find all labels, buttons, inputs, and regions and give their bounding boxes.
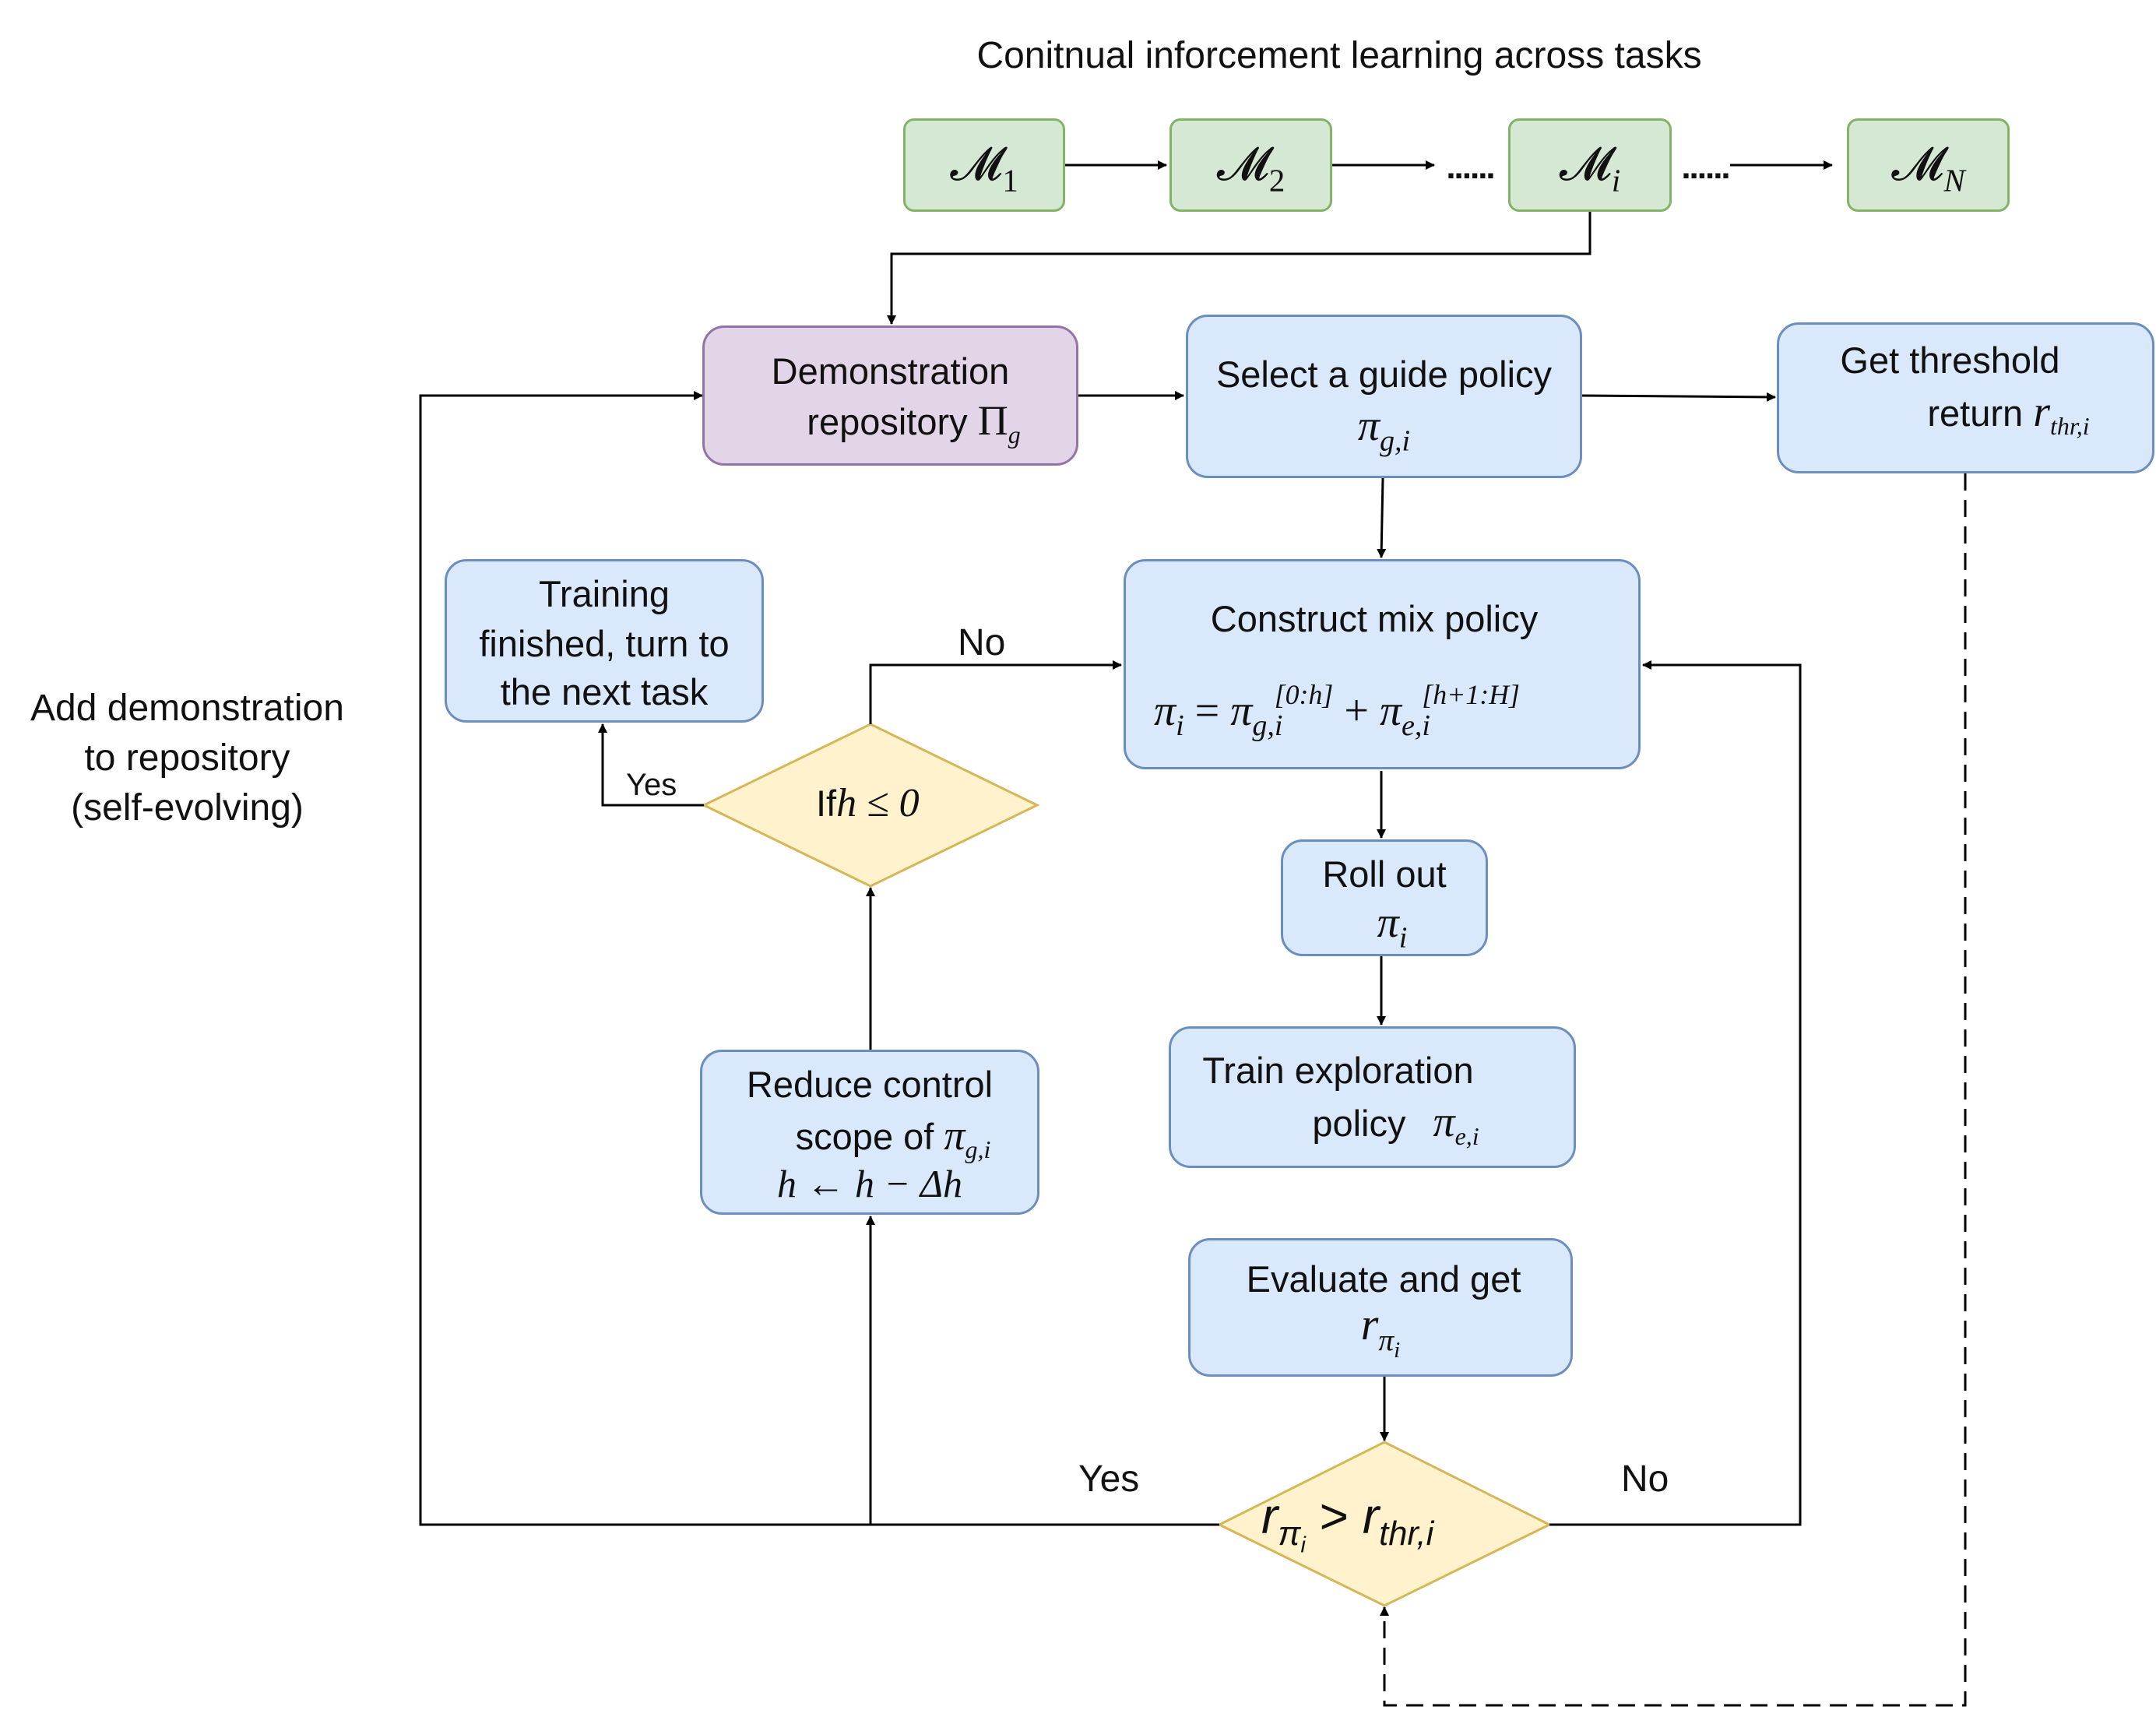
reduce-line1: Reduce control — [746, 1064, 994, 1105]
decision-r-r1: r — [1261, 1488, 1278, 1544]
train-explore-sym: π — [1433, 1098, 1455, 1146]
evaluate-sym-sub: π — [1378, 1322, 1395, 1357]
demo-repo-sym: Π — [977, 397, 1008, 444]
mix-pi-g: π — [1230, 686, 1253, 735]
rollout-sym: π — [1377, 899, 1399, 947]
construct-mix-line1: Construct mix policy — [1210, 598, 1539, 639]
task-mi-base: 𝓜 — [1559, 139, 1612, 190]
side-label-line3: (self-evolving) — [71, 787, 304, 829]
edge-select-construct — [1377, 477, 1387, 558]
edge-label-yes-left: Yes — [626, 768, 677, 802]
task-m1-base: 𝓜 — [950, 139, 1003, 190]
select-guide-line1: Select a guide policy — [1215, 354, 1553, 395]
rollout-node: Roll out πi — [1281, 839, 1488, 956]
side-label: Add demonstration to repository (self-ev… — [6, 684, 368, 833]
task-m1-sub: 1 — [1002, 163, 1018, 199]
decision-r-gt: > — [1319, 1488, 1349, 1544]
mix-e-sub: e,i — [1402, 709, 1431, 743]
reduce-line2: scope of — [795, 1116, 934, 1157]
task-mi-sub: i — [1611, 163, 1621, 199]
edge-label-no-bottom: No — [1621, 1458, 1669, 1500]
evaluate-sym: r — [1360, 1299, 1379, 1349]
edge-threshold-decision — [1380, 473, 1967, 1707]
edge-select-threshold — [1581, 392, 1776, 402]
threshold-line1: Get threshold — [1840, 340, 2060, 381]
diagram-title: Conitnual inforcement learning across ta… — [976, 35, 1702, 76]
task-m2-sub: 2 — [1268, 163, 1286, 199]
mix-e-sup: [h+1:H] — [1422, 679, 1520, 710]
decision-h-label: Ifh ≤ 0 — [816, 780, 920, 826]
edge-h-no-construct — [869, 660, 1122, 724]
decision-r-r1-subsub: i — [1300, 1532, 1306, 1558]
task-m2-base: 𝓜 — [1216, 139, 1269, 190]
train-explore-sym-sub: e,i — [1454, 1123, 1479, 1151]
side-label-line2: to repository — [84, 737, 290, 779]
decision-r-label: rπi > rthr,i — [1261, 1487, 1433, 1558]
reduce-sym: π — [944, 1112, 965, 1159]
task-mn: 𝓜N — [1847, 118, 2010, 212]
mix-i-sub: i — [1176, 709, 1184, 743]
decision-h-expr: h ≤ 0 — [836, 781, 920, 825]
select-guide-sym-sub: g,i — [1379, 424, 1411, 458]
training-finished-line3: the next task — [500, 671, 709, 712]
reduce-sym-sub: g,i — [965, 1136, 991, 1164]
train-exploration-node: Train exploration policy πe,i — [1169, 1026, 1576, 1168]
training-finished-line1: Training — [538, 573, 670, 614]
mix-g-sub: g,i — [1252, 709, 1283, 743]
select-guide-sym: π — [1357, 402, 1380, 450]
task-m2: 𝓜2 — [1169, 118, 1332, 212]
evaluate-sym-subsub: i — [1394, 1338, 1401, 1363]
demo-repo-sym-sub: g — [1008, 421, 1021, 449]
training-finished-node: Training finished, turn to the next task — [445, 559, 764, 723]
threshold-sym: r — [2033, 388, 2050, 436]
demo-repo-line2: repository — [807, 401, 968, 442]
decision-r-diamond — [1216, 1441, 1553, 1607]
training-finished-line2: finished, turn to — [479, 623, 730, 664]
task-mn-sub: N — [1943, 163, 1965, 199]
decision-h-prefix: If — [816, 783, 837, 824]
rollout-sym-sub: i — [1398, 921, 1408, 955]
ellipsis-left: ...... — [1446, 148, 1495, 186]
threshold-sym-sub: thr,i — [2050, 413, 2090, 441]
threshold-node: Get threshold return rthr,i — [1777, 322, 2154, 473]
side-label-line1: Add demonstration — [30, 688, 344, 729]
mix-plus: + — [1344, 686, 1369, 735]
mix-g-sup: [0:h] — [1274, 679, 1334, 710]
demo-repository-node: Demonstration repository Πg — [702, 325, 1078, 466]
evaluate-line1: Evaluate and get — [1246, 1258, 1521, 1300]
reduce-line3: h ← h − Δh — [776, 1162, 963, 1205]
mix-eq: = — [1194, 686, 1220, 735]
ellipsis-right: ...... — [1681, 148, 1730, 186]
task-mi: 𝓜i — [1508, 118, 1672, 212]
evaluate-node: Evaluate and get rπi — [1188, 1238, 1573, 1377]
edge-no-construct — [1549, 660, 1802, 1526]
train-explore-line2: policy — [1312, 1103, 1406, 1144]
reduce-scope-node: Reduce control scope of πg,i h ← h − Δh — [700, 1050, 1039, 1215]
mix-pi-e: π — [1379, 686, 1402, 735]
decision-r-r2-sub: thr,i — [1379, 1515, 1434, 1553]
edge-label-yes-bottom: Yes — [1078, 1458, 1140, 1500]
threshold-line2: return — [1927, 392, 2024, 434]
mix-pi-lhs: π — [1154, 686, 1176, 735]
demo-repo-line1: Demonstration — [771, 350, 1010, 392]
rollout-line1: Roll out — [1322, 853, 1447, 895]
edge-mi-repo — [887, 212, 1592, 325]
construct-mix-policy-node: Construct mix policy πi = πg,i[0:h] + πe… — [1124, 559, 1641, 769]
edge-h-yes-finished — [598, 723, 704, 807]
decision-r-r1-sub: π — [1278, 1515, 1301, 1553]
train-explore-line1: Train exploration — [1202, 1050, 1474, 1091]
decision-r-r2: r — [1362, 1488, 1380, 1544]
task-m1: 𝓜1 — [903, 118, 1065, 212]
edge-label-no-top: No — [958, 622, 1006, 663]
select-guide-policy-node: Select a guide policy πg,i — [1186, 315, 1582, 478]
task-mn-base: 𝓜 — [1891, 139, 1944, 190]
edge-yes-repo — [419, 391, 1219, 1526]
decision-h-diamond — [701, 723, 1040, 888]
